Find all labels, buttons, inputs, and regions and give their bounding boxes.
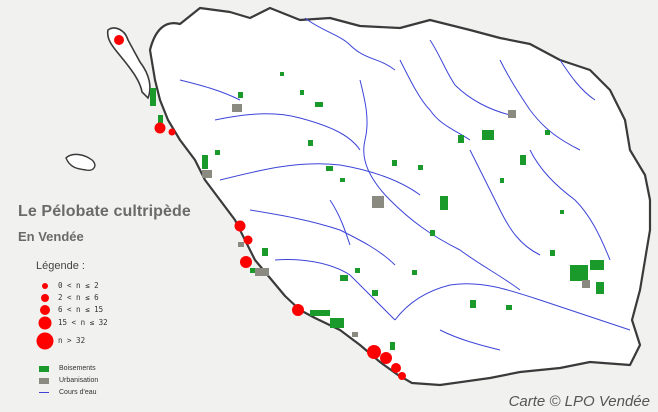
observation-point: [243, 235, 253, 245]
map-title: Le Pélobate cultripède: [18, 203, 191, 220]
observation-point: [234, 220, 246, 232]
forest-swatch: [39, 365, 49, 372]
size-class-dot: [40, 304, 50, 315]
map-credit: Carte © LPO Vendée: [508, 393, 650, 410]
observation-point: [380, 352, 392, 364]
urban-patches: [202, 104, 590, 337]
map-subtitle: En Vendée: [18, 229, 84, 244]
legend-size-class: 15 < n ≤ 32: [36, 316, 146, 330]
size-class-dot: [41, 293, 49, 302]
size-class-label: 6 < n ≤ 15: [58, 305, 104, 314]
category-legend: Boisements Urbanisation Cours d'eau: [39, 363, 98, 399]
legend-size-class: n > 32: [36, 331, 146, 351]
legend: Légende : 0 < n ≤ 2 2 < n ≤ 6 6 < n ≤ 15…: [36, 260, 146, 352]
department-outline: [148, 6, 652, 387]
category-label: Boisements: [59, 365, 96, 372]
legend-category-river: Cours d'eau: [39, 387, 98, 398]
map-title-block: Le Pélobate cultripède En Vendée: [18, 203, 191, 244]
size-class-label: 15 < n ≤ 32: [58, 318, 108, 327]
legend-size-class: 6 < n ≤ 15: [36, 304, 146, 315]
observation-point: [398, 372, 406, 380]
legend-category-forest: Boisements: [39, 363, 98, 374]
size-class-label: n > 32: [58, 336, 86, 345]
legend-category-urban: Urbanisation: [39, 375, 98, 386]
size-class-dot: [36, 332, 54, 350]
observation-point: [367, 345, 381, 359]
category-label: Cours d'eau: [59, 389, 97, 396]
observation-point: [292, 304, 304, 316]
size-class-dot: [42, 282, 48, 289]
category-label: Urbanisation: [59, 377, 99, 384]
observation-point: [168, 128, 176, 136]
legend-title: Légende :: [36, 260, 85, 272]
observation-point: [240, 256, 252, 268]
observation-points: [114, 35, 406, 380]
observation-point: [114, 35, 124, 45]
island-noirmoutier: [106, 27, 151, 100]
observation-point: [154, 122, 166, 134]
observation-point: [391, 363, 401, 373]
legend-size-class: 2 < n ≤ 6: [36, 292, 146, 303]
island-yeu: [65, 153, 96, 172]
rivers: [179, 17, 631, 351]
size-class-label: 0 < n ≤ 2: [58, 281, 99, 290]
river-line-swatch: [39, 392, 49, 393]
size-class-dot: [38, 316, 52, 330]
legend-size-class: 0 < n ≤ 2: [36, 280, 146, 291]
urban-swatch: [39, 377, 49, 384]
size-class-label: 2 < n ≤ 6: [58, 293, 99, 302]
forest-patches: [150, 72, 604, 350]
